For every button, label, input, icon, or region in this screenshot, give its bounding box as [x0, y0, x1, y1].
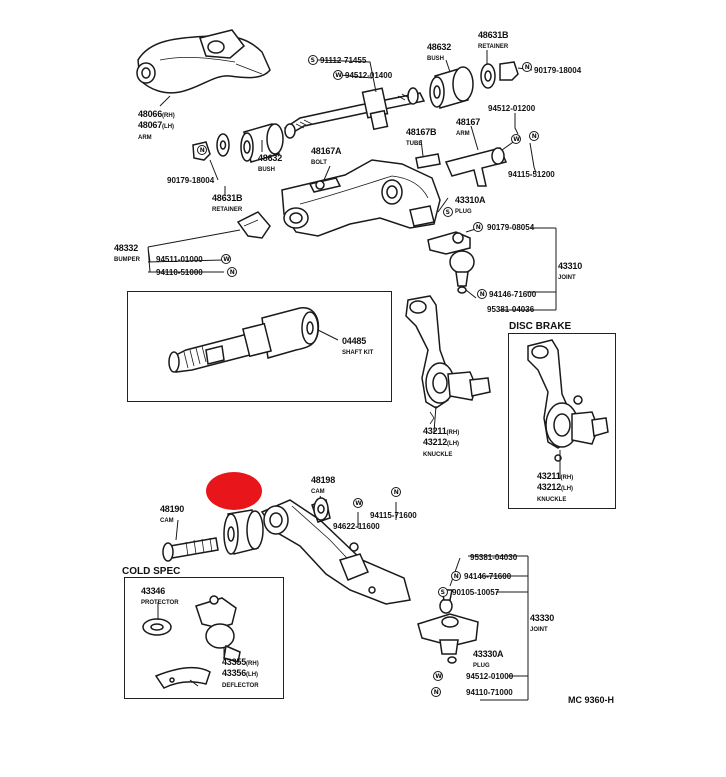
- lower-arm-frame-drawing: [281, 159, 441, 237]
- nut-90179-08054-label: 90179-08054: [487, 223, 535, 232]
- nut-94146-71600-bot-label: 94146-71600: [464, 572, 512, 581]
- deflector-43355-drawing: [154, 666, 211, 689]
- knuckle-disc-brake-drawing: [527, 339, 609, 462]
- washer-94512-01200-label: 94512-01200: [488, 104, 536, 113]
- cam-48198-drawing: [313, 497, 329, 521]
- cam-48190-drawing: [162, 537, 219, 562]
- bush-lower-drawing: [223, 509, 264, 555]
- ball-joint-43330-drawing: [417, 589, 479, 664]
- knuckle-main-label: 43211(RH) 43212(LH) KNUCKLE: [423, 426, 460, 458]
- washer-94512-01000-label: 94512-01000: [466, 672, 514, 681]
- nut-94146-71600-top-label: 94146-71600: [489, 290, 537, 299]
- upper-arm-shaft-drawing: [283, 87, 426, 139]
- nut-94512-01400-label: 94512-01400: [345, 71, 393, 80]
- leader-lines: [147, 50, 561, 701]
- knuckle-disc-label: 43211(RH) 43212(LH) KNUCKLE: [537, 471, 574, 503]
- arm-48167-drawing: [415, 147, 508, 187]
- deflector-43355-label: 43355(RH) 43356(LH) DEFLECTOR: [222, 657, 259, 689]
- highlight-marker: [206, 472, 262, 510]
- nut-94110-71000-label: 94110-71000: [466, 688, 513, 697]
- disc-brake-title: DISC BRAKE: [509, 321, 572, 332]
- bush-48632-mid-drawing: [192, 123, 284, 163]
- bush-48632-top-drawing: [429, 61, 519, 109]
- nut-94115-71600-label: 94115-71600: [370, 511, 417, 520]
- bumper-48332-drawing: [236, 211, 271, 239]
- bolt-91112-label: 91112-71455: [320, 56, 367, 65]
- cold-spec-title: COLD SPEC: [122, 566, 181, 577]
- nut-94115-51200-label: 94115-51200: [508, 170, 555, 179]
- protector-43346-drawing: [142, 618, 172, 636]
- pin-95381-04030-label: 95381-04030: [470, 553, 518, 562]
- nut-90105-10057-label: 90105-10057: [452, 588, 500, 597]
- upper-arm-48066-drawing: [136, 29, 271, 94]
- ball-joint-43310-drawing: [427, 231, 475, 294]
- cold-spec-box: [124, 577, 284, 699]
- arm-48066-label: 48066(RH) 48067(LH) ARM: [138, 109, 175, 141]
- pin-95381-04036-label: 95381-04036: [487, 305, 535, 314]
- nut-90179-18004-mid-label: 90179-18004: [167, 176, 215, 185]
- washer-94622-11600-label: 94622-11600: [333, 522, 380, 531]
- shaft-kit-04485-drawing: [168, 307, 320, 373]
- diagram-id: MC 9360-H: [568, 695, 615, 705]
- knuckle-43211-drawing: [405, 295, 491, 425]
- cold-spec-joint-drawing: [195, 595, 241, 663]
- shaft-kit-box: [127, 291, 392, 402]
- disc-brake-box: [508, 333, 616, 509]
- nut-94110-51000-label: 94110-51000: [156, 268, 203, 277]
- nut-90179-18004-top-label: 90179-18004: [534, 66, 582, 75]
- washer-94511-01000-label: 94511-01000: [156, 255, 203, 264]
